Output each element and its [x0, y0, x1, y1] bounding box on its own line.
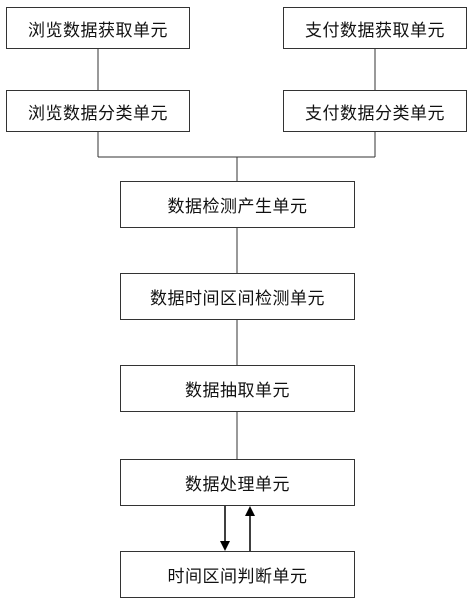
node-data-time-interval-detection: 数据时间区间检测单元 — [120, 273, 355, 320]
node-time-interval-judgment: 时间区间判断单元 — [120, 551, 355, 598]
node-data-detection-generation: 数据检测产生单元 — [120, 181, 355, 228]
node-browse-data-acquisition: 浏览数据获取单元 — [6, 7, 190, 49]
node-browse-data-classification: 浏览数据分类单元 — [6, 90, 190, 132]
node-data-processing: 数据处理单元 — [120, 459, 355, 506]
node-data-extraction: 数据抽取单元 — [120, 365, 355, 412]
node-payment-data-classification: 支付数据分类单元 — [283, 90, 467, 132]
node-payment-data-acquisition: 支付数据获取单元 — [283, 7, 467, 49]
